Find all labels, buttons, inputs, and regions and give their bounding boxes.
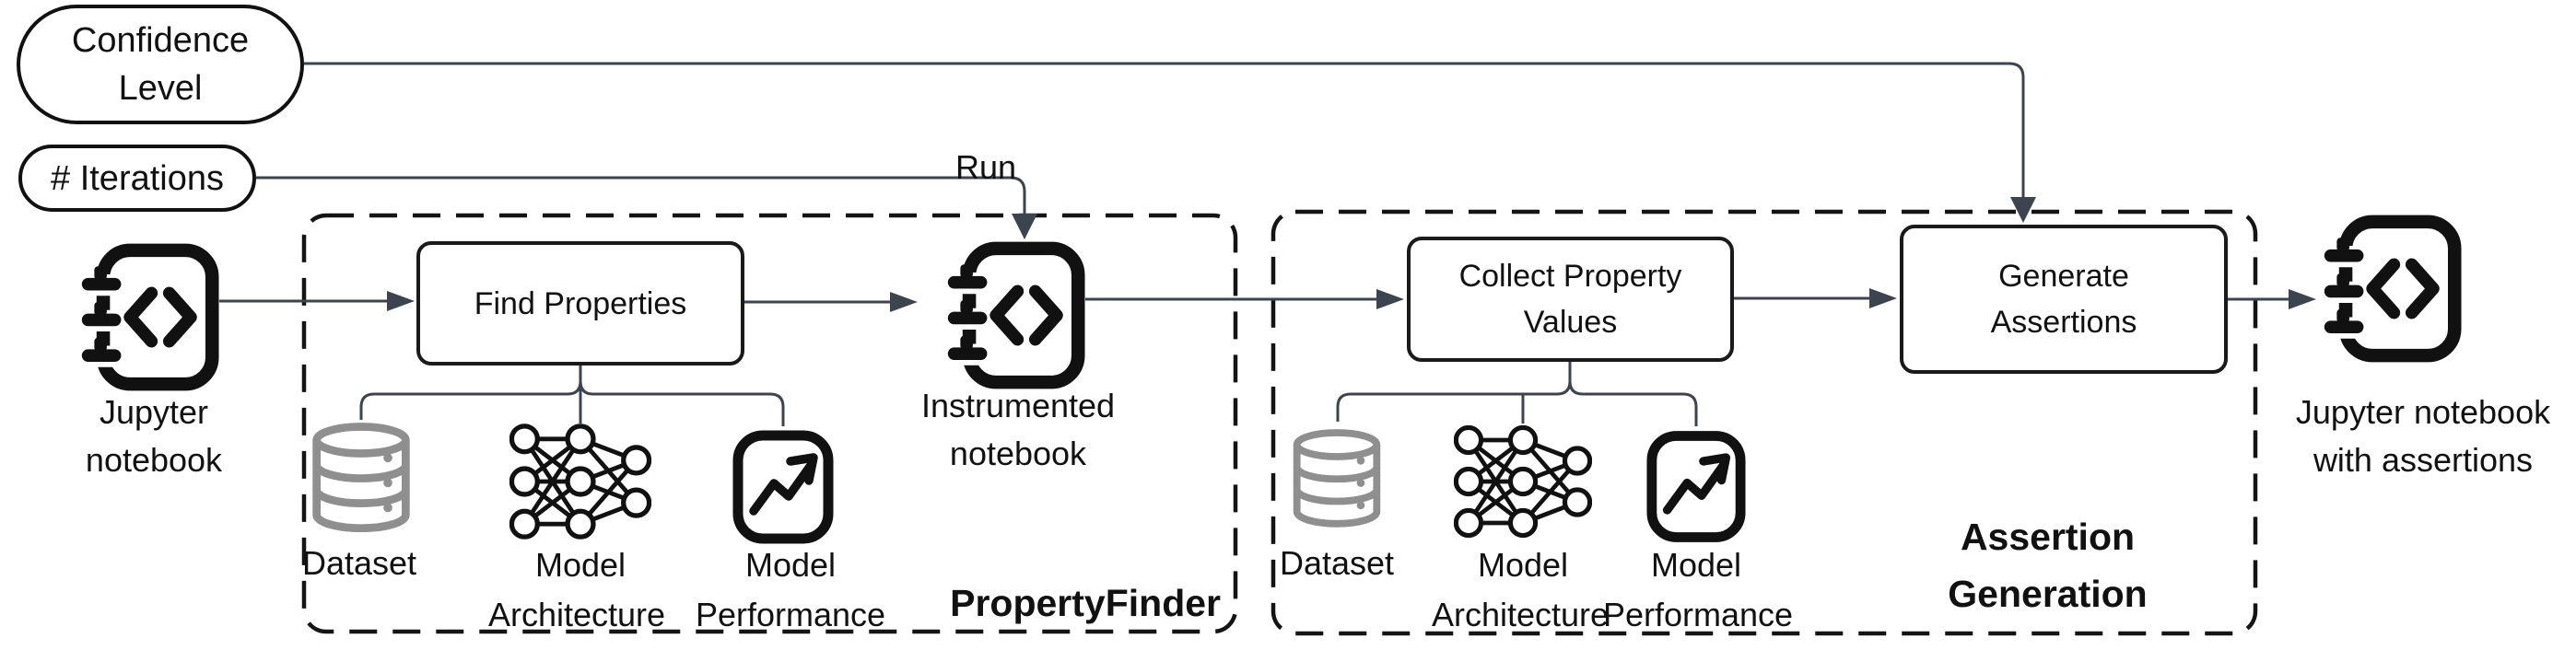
arrowhead-collect (1376, 289, 1404, 309)
instrumented-notebook-icon (943, 241, 1085, 389)
pf-database-icon (312, 423, 410, 533)
ag-model-perf-label-line2: Performance (1602, 596, 1794, 633)
pf-model-perf-label-line1: Model (744, 546, 837, 584)
input-pill-iterations: # Iterations (18, 145, 256, 212)
arrowhead-find-properties (387, 291, 415, 311)
assertion-generation-label-line2: Generation (1948, 573, 2148, 615)
pf-model-perf-label-line2: Performance (695, 596, 886, 633)
bracket-pf-left (359, 380, 582, 420)
run-edge-label: Run (954, 148, 1016, 186)
edge-confidence-to-generate (304, 62, 2025, 199)
node-collect-property-values: Collect Property Values (1407, 237, 1734, 362)
input-pill-confidence-level: Confidence Level (17, 5, 304, 124)
bracket-pf-right (579, 380, 785, 426)
edge-iterations-run (256, 176, 1026, 215)
output-notebook-caption: Jupyter notebook with assertions (2262, 389, 2576, 484)
arrowhead-generate (1869, 288, 1897, 308)
ag-model-arch-label-line2: Architecture (1431, 596, 1610, 633)
node-generate-assertions: Generate Assertions (1900, 225, 2228, 374)
generate-assertions-line2: Assertions (1990, 305, 2137, 340)
output-notebook-caption-line1: Jupyter notebook (2295, 393, 2551, 431)
bracket-ag-left (1336, 361, 1572, 422)
node-find-properties: Find Properties (416, 241, 744, 366)
assertion-generation-label-line1: Assertion (1960, 516, 2136, 558)
iterations-label: # Iterations (51, 158, 224, 198)
bracket-ag-right (1568, 361, 1698, 426)
instrumented-notebook-caption: Instrumented notebook (903, 382, 1133, 478)
ag-database-icon (1293, 429, 1381, 528)
collect-property-values-line2: Values (1523, 305, 1618, 340)
pf-model-arch-label-line1: Model (534, 546, 626, 584)
arrowhead-instrumented (890, 292, 918, 312)
pf-performance-chart-icon (732, 430, 834, 544)
group-propertyfinder-label: PropertyFinder (950, 582, 1221, 624)
input-notebook-caption-line2: notebook (85, 441, 223, 479)
input-notebook-caption: Jupyter notebook (39, 389, 269, 484)
input-notebook-caption-line1: Jupyter (99, 393, 209, 431)
arrowhead-output (2289, 289, 2316, 309)
code-icon (123, 286, 197, 348)
ag-model-perf-label-line1: Model (1650, 546, 1742, 584)
code-icon (2366, 258, 2440, 319)
arrowhead-run (1012, 214, 1037, 239)
collect-property-values-line1: Collect Property (1458, 259, 1682, 294)
arrowhead-confidence (2010, 197, 2036, 223)
group-assertion-generation-label: Assertion Generation (1935, 508, 2160, 622)
pf-model-arch-label-line2: Architecture (487, 596, 666, 633)
output-notebook-icon (2320, 215, 2462, 363)
ag-performance-chart-icon (1646, 431, 1746, 542)
instrumented-notebook-caption-line2: notebook (949, 435, 1087, 472)
output-notebook-caption-line2: with assertions (2313, 441, 2534, 479)
confidence-level-line1: Confidence (71, 21, 250, 60)
find-properties-label: Find Properties (474, 285, 687, 321)
instrumented-notebook-caption-line1: Instrumented (920, 387, 1116, 424)
ag-neural-network-icon (1454, 424, 1592, 539)
ag-model-arch-label-line1: Model (1477, 546, 1569, 584)
confidence-level-line2: Level (118, 69, 203, 108)
pf-dataset-label: Dataset (301, 544, 417, 582)
ag-dataset-label: Dataset (1279, 544, 1395, 582)
jupyter-notebook-icon (77, 243, 219, 391)
generate-assertions-line1: Generate (1998, 259, 2129, 294)
pf-neural-network-icon (509, 424, 651, 540)
